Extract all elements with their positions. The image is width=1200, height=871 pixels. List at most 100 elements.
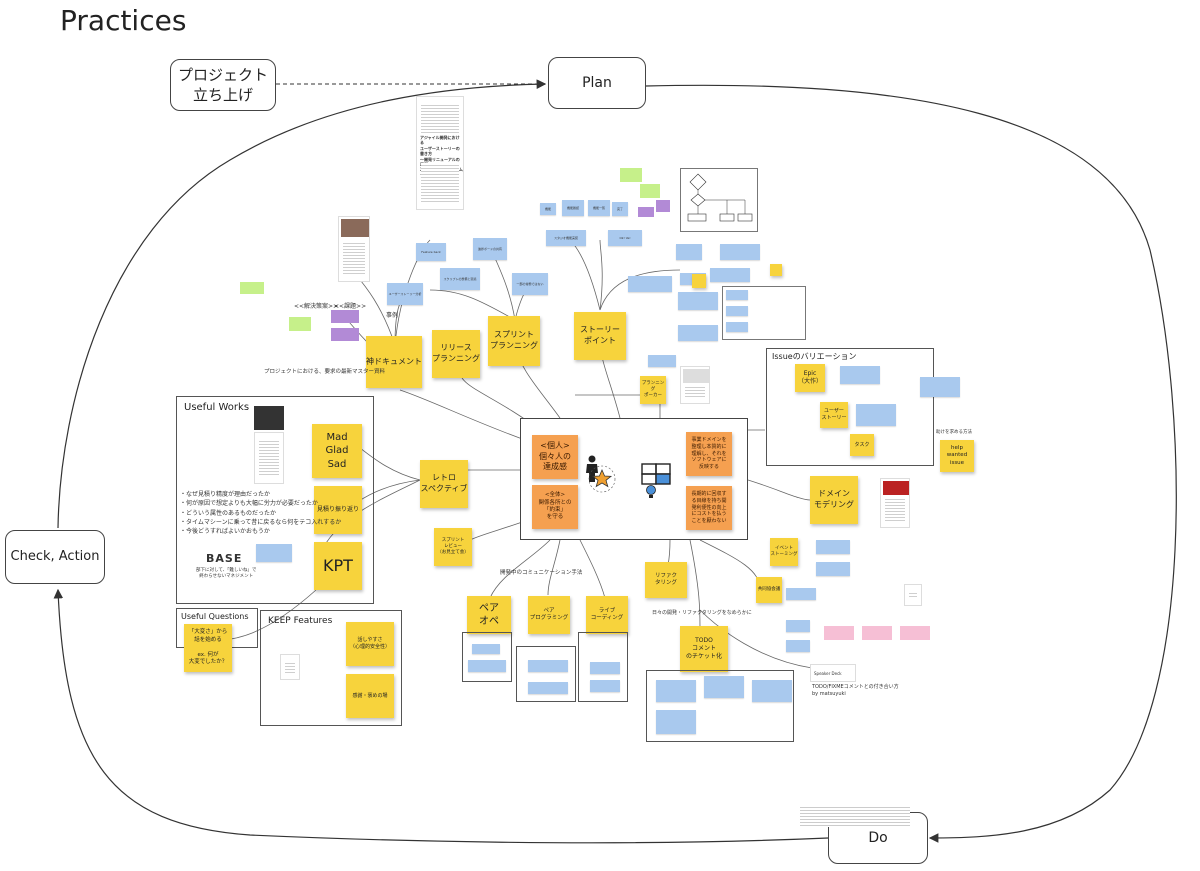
help-label: 助けを求める方法: [936, 430, 972, 435]
card-pink[interactable]: [824, 626, 854, 640]
todo-link-card[interactable]: Speaker Deck: [810, 664, 856, 682]
kickoff-node[interactable]: プロジェクト 立ち上げ: [170, 59, 276, 111]
card[interactable]: [590, 662, 620, 674]
value-domain[interactable]: 事業ドメインを 整理し本質的に 理解し、それを ソフトウェアに 反映する: [686, 432, 732, 476]
small-sticky[interactable]: [770, 264, 782, 276]
card[interactable]: [528, 660, 568, 672]
card[interactable]: [648, 355, 676, 367]
article-doc[interactable]: アジャイル開発における ユーザーストーリーの書き方 ～開発リニューアルの事例 2…: [416, 96, 464, 210]
card[interactable]: [840, 366, 880, 384]
kansha-sticky[interactable]: 感謝・褒めの場: [346, 674, 394, 718]
card-green[interactable]: [640, 184, 660, 198]
card[interactable]: [720, 244, 760, 260]
user-story-sticky[interactable]: ユーザー ストーリー: [820, 402, 848, 428]
release-planning-sticky[interactable]: リリース プランニング: [432, 330, 480, 378]
card[interactable]: スタジオ機能実装: [546, 230, 586, 246]
card-pink[interactable]: [900, 626, 930, 640]
note-doc[interactable]: [904, 584, 922, 606]
cycle-check-to-plan: [57, 79, 547, 529]
keep-features-frame: [260, 610, 402, 726]
card[interactable]: [726, 322, 748, 332]
card-purple[interactable]: [331, 328, 359, 341]
card[interactable]: [752, 680, 792, 702]
card[interactable]: [726, 290, 748, 300]
value-personal[interactable]: <個人> 個々人の 達成感: [532, 435, 578, 479]
card-pink[interactable]: [862, 626, 892, 640]
card[interactable]: 機能一覧: [588, 200, 610, 216]
help-wanted-sticky[interactable]: help wanted issue: [940, 440, 974, 472]
keep-doc[interactable]: [280, 654, 300, 680]
card[interactable]: [656, 710, 696, 734]
pair-programming-sticky[interactable]: ペア プログラミング: [528, 596, 570, 634]
card[interactable]: 完了: [612, 202, 628, 216]
photo-doc[interactable]: [338, 216, 370, 282]
card[interactable]: Feature back: [416, 243, 446, 261]
card[interactable]: [590, 680, 620, 692]
star-icon: [588, 465, 616, 493]
card[interactable]: [472, 644, 500, 654]
sprint-review-sticky[interactable]: スプリント レビュー （お見立て会）: [434, 528, 472, 566]
card-green[interactable]: [240, 282, 264, 294]
card[interactable]: [676, 244, 702, 260]
cycle-plan-to-do: [645, 84, 1177, 843]
domain-modeling-sticky[interactable]: ドメイン モデリング: [810, 476, 858, 524]
card[interactable]: [920, 377, 960, 397]
planning-poker-sticky[interactable]: プランニング ポーカー: [640, 376, 666, 404]
card[interactable]: ユーザーストーリー分析: [387, 283, 423, 305]
card[interactable]: [678, 325, 718, 341]
kyodo-sticky[interactable]: 共同協会議: [756, 577, 782, 603]
task-sticky[interactable]: タスク: [850, 434, 874, 456]
todo-ticket-sticky[interactable]: TODO コメント のチケット化: [680, 626, 728, 672]
story-point-sticky[interactable]: ストーリー ポイント: [574, 312, 626, 360]
card-purple[interactable]: [656, 200, 670, 212]
card[interactable]: [528, 682, 568, 694]
card[interactable]: [468, 660, 506, 672]
solution-label: <<解決策案>>: [294, 303, 339, 310]
card-purple[interactable]: [331, 310, 359, 323]
mad-glad-sad-sticky[interactable]: Mad Glad Sad: [312, 424, 362, 478]
value-team[interactable]: <全体> 関係各所との 「約束」 を守る: [532, 485, 578, 529]
card-purple[interactable]: [638, 207, 654, 217]
live-coding-sticky[interactable]: ライブ コーディング: [586, 596, 628, 634]
card[interactable]: [786, 588, 816, 600]
poker-photo[interactable]: [680, 366, 710, 404]
useful-question-sticky[interactable]: 「大変さ」から 話を始める ex. 何が 大変でしたか？: [184, 624, 232, 672]
card[interactable]: [256, 544, 292, 562]
card[interactable]: [678, 292, 718, 310]
refactoring-sticky[interactable]: リファク タリング: [645, 562, 687, 598]
card[interactable]: 機能: [540, 203, 556, 215]
card[interactable]: [710, 268, 750, 282]
card[interactable]: [786, 640, 810, 652]
event-storming-sticky[interactable]: イベント ストーミング: [770, 538, 798, 566]
kpt-sticky[interactable]: KPT: [314, 542, 362, 590]
kami-document-sticky[interactable]: 神ドキュメント: [366, 336, 422, 388]
card-green[interactable]: [620, 168, 642, 182]
card[interactable]: [856, 404, 896, 426]
card[interactable]: [704, 676, 744, 698]
card[interactable]: [656, 680, 696, 702]
card[interactable]: [816, 562, 850, 576]
value-longterm[interactable]: 長期的に回収す る目線を持ち開 発利便性の向上 にコストを払う ことを厭わない: [686, 486, 732, 530]
card[interactable]: 一部の常務ではない: [512, 273, 548, 295]
card[interactable]: Ok! Ve!: [608, 230, 642, 246]
card-green[interactable]: [289, 317, 311, 331]
card[interactable]: [786, 620, 810, 632]
retro-sticky[interactable]: レトロ スペクティブ: [420, 460, 468, 508]
domain-book[interactable]: [880, 478, 910, 528]
check-action-node[interactable]: Check, Action: [5, 530, 105, 584]
card[interactable]: [726, 306, 748, 316]
card[interactable]: 進捗ボードの共有: [473, 238, 507, 260]
retro-question: 今後どうすればよいかおもうか: [180, 527, 341, 536]
card[interactable]: 機能確認: [562, 200, 584, 216]
plan-node[interactable]: Plan: [548, 57, 646, 109]
works-doc[interactable]: [254, 432, 284, 484]
card[interactable]: スクリプトの整備と環境: [440, 268, 480, 290]
epic-sticky[interactable]: Epic （大作）: [795, 364, 825, 392]
card[interactable]: [628, 276, 672, 292]
hanashiyasusa-sticky[interactable]: 話しやすさ （心理的安全性）: [346, 622, 394, 666]
sprint-planning-sticky[interactable]: スプリント プランニング: [488, 316, 540, 366]
pair-ope-sticky[interactable]: ペア オペ: [467, 596, 511, 634]
card[interactable]: [816, 540, 850, 554]
small-sticky[interactable]: [692, 274, 706, 288]
